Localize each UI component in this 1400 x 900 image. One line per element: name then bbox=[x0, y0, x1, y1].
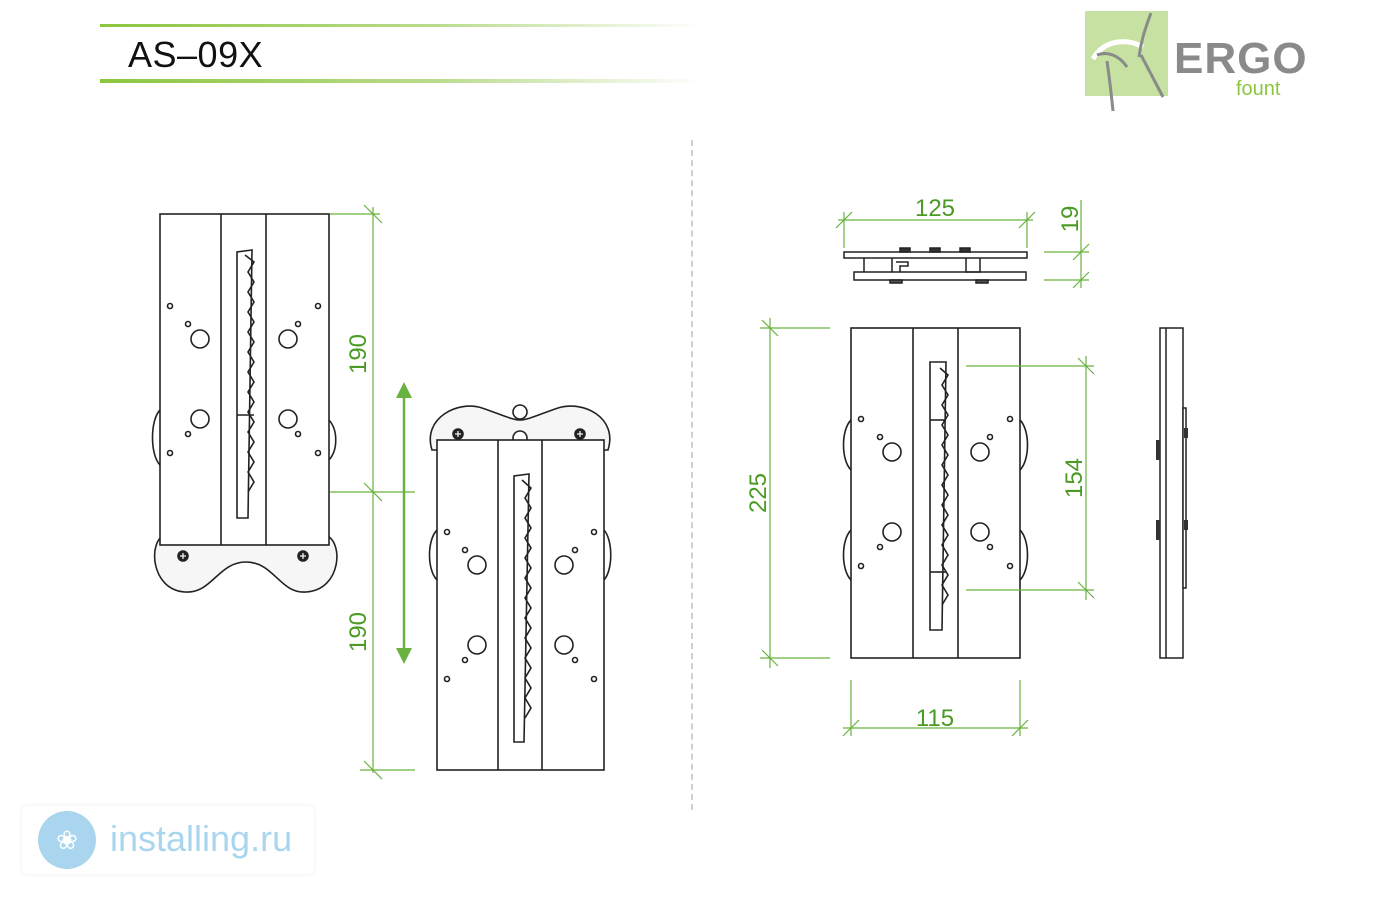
front-side-wing-right-bottom bbox=[1019, 529, 1029, 581]
watermark: ❀ installing.ru bbox=[22, 806, 314, 874]
dim-hole-span-154: 154 bbox=[1061, 458, 1088, 498]
front-side-wing-left-bottom bbox=[842, 529, 852, 581]
dim-width-125: 125 bbox=[915, 195, 955, 222]
title-top-rule bbox=[100, 24, 705, 27]
front-view bbox=[842, 327, 1029, 659]
flower-emblem-icon: ❀ bbox=[38, 811, 96, 869]
hole-span-dimension bbox=[966, 356, 1095, 600]
left-height-dimension bbox=[330, 204, 415, 780]
logo-badge bbox=[1085, 11, 1168, 112]
upper-suction-base bbox=[153, 534, 338, 593]
model-title: AS–09X bbox=[128, 34, 264, 75]
dim-width-115: 115 bbox=[916, 705, 954, 732]
lower-side-wing-left bbox=[428, 529, 438, 581]
front-plate bbox=[850, 327, 1021, 659]
upper-screw-right bbox=[297, 550, 309, 562]
vertical-double-arrow-icon bbox=[396, 382, 412, 664]
lower-plate bbox=[436, 439, 605, 771]
view-divider bbox=[691, 140, 693, 810]
front-width-dimension bbox=[842, 680, 1029, 737]
logo-subtitle: fount bbox=[1236, 78, 1281, 100]
top-view bbox=[843, 247, 1028, 284]
lower-screw-right bbox=[574, 428, 586, 440]
bracket-lower-position bbox=[428, 404, 612, 771]
upper-rack-slot bbox=[236, 249, 253, 519]
front-rack-slot bbox=[929, 361, 947, 631]
front-height-dimension bbox=[760, 318, 830, 668]
front-rack-teeth bbox=[939, 367, 950, 606]
top-view-base bbox=[853, 271, 1027, 281]
brand-logo: ERGO fount bbox=[1082, 8, 1307, 112]
lower-rack-slot bbox=[513, 473, 530, 743]
side-view bbox=[1156, 327, 1188, 659]
dim-upper-190: 190 bbox=[345, 334, 372, 374]
upper-side-wing-left bbox=[151, 409, 161, 466]
lower-screw-left bbox=[452, 428, 464, 440]
title-bottom-rule bbox=[100, 79, 705, 83]
depth-dimension bbox=[1044, 200, 1090, 289]
top-view-bracket bbox=[863, 258, 981, 273]
top-view-plate bbox=[843, 251, 1028, 259]
upper-side-wing-right bbox=[328, 419, 337, 461]
lower-rack-teeth bbox=[521, 479, 533, 719]
front-side-wing-left-top bbox=[842, 419, 852, 471]
upper-rack-teeth bbox=[244, 254, 256, 493]
watermark-text: installing.ru bbox=[110, 818, 293, 859]
lower-suction-base bbox=[429, 405, 611, 451]
logo-wordmark: ERGO bbox=[1174, 34, 1308, 83]
dim-depth-19: 19 bbox=[1057, 206, 1084, 233]
side-view-plate bbox=[1159, 327, 1184, 659]
title-block: AS–09X bbox=[100, 22, 705, 86]
upper-screw-left bbox=[177, 550, 189, 562]
figure-icon bbox=[1090, 12, 1165, 112]
bracket-upper-position bbox=[151, 213, 338, 593]
front-side-wing-right-top bbox=[1019, 419, 1029, 471]
lower-side-wing-right bbox=[603, 529, 612, 581]
top-width-dimension bbox=[835, 211, 1036, 248]
dim-height-225: 225 bbox=[745, 473, 772, 513]
dim-lower-190: 190 bbox=[345, 612, 372, 652]
upper-plate bbox=[159, 213, 330, 546]
